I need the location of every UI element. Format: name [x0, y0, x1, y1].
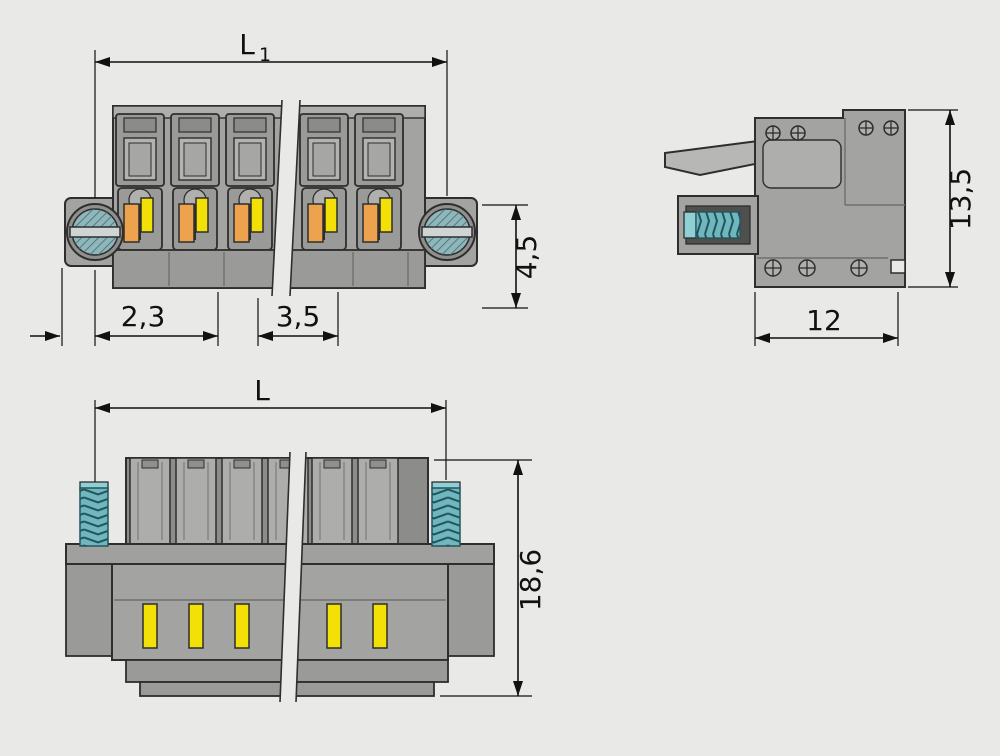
lower-housing: [111, 563, 449, 661]
threaded-screw: [695, 211, 741, 239]
bottom-view: L 18,6: [65, 374, 547, 703]
dim-l: L: [94, 374, 447, 482]
mounting-notch: [890, 259, 906, 274]
side-view: 13,5 12: [664, 109, 977, 346]
ledge-band: [65, 543, 495, 565]
dim-13-5-label: 13,5: [944, 168, 977, 230]
dim-l1-label: L: [239, 28, 255, 61]
dim-3-5: 3,5: [257, 292, 339, 346]
right-fixing-screw: [431, 481, 461, 547]
break-line: [279, 451, 307, 703]
release-lever: [664, 139, 762, 177]
dim-12: 12: [754, 292, 899, 346]
dim-4-5: 4,5: [482, 204, 543, 309]
contact-slots: [142, 603, 388, 649]
dim-18-6-label: 18,6: [514, 549, 547, 611]
dim-13-5: 13,5: [908, 109, 977, 288]
dim-18-6: 18,6: [434, 459, 547, 697]
left-flange-screw: [66, 203, 124, 261]
left-fixing-screw: [79, 481, 109, 547]
dim-l-label: L: [254, 374, 270, 407]
dim-3-5-label: 3,5: [276, 300, 321, 333]
front-view: L 1 4,5 2,3 3,5: [30, 28, 543, 346]
dim-l1: L 1: [94, 28, 448, 198]
dim-l1-subscript: 1: [259, 44, 271, 66]
right-flange-screw: [418, 203, 476, 261]
screw-head: [683, 211, 697, 239]
latch-detail: [762, 139, 842, 189]
dim-2-3: 2,3: [30, 268, 219, 346]
dim-12-label: 12: [806, 304, 842, 337]
break-line: [271, 99, 301, 297]
dim-2-3-label: 2,3: [121, 300, 166, 333]
dim-4-5-label: 4,5: [510, 235, 543, 280]
front-base-band: [112, 249, 426, 289]
